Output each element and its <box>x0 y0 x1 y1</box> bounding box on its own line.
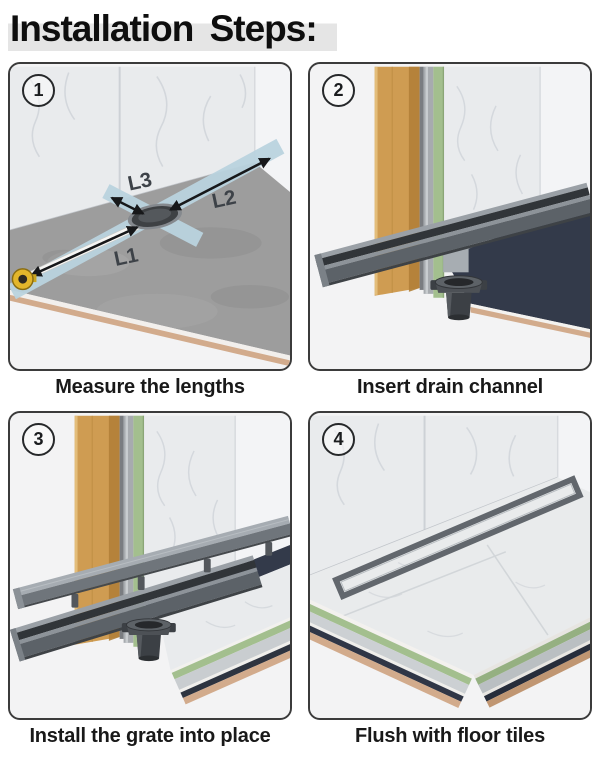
install-grate-illustration <box>10 415 290 716</box>
measure-illustration: L1 L2 L3 <box>10 66 290 367</box>
step-3-panel: 3 <box>8 410 292 720</box>
tape-measure-icon <box>11 268 37 291</box>
wall-layers <box>423 66 445 298</box>
step-3-number: 3 <box>33 428 44 449</box>
label-l2: L2 <box>210 186 238 213</box>
page-title-text: Installation Steps: <box>8 8 337 51</box>
drain-flange <box>430 275 488 321</box>
tile-floor <box>310 477 590 676</box>
floor-edge-right <box>473 617 590 708</box>
marble-wall <box>10 66 255 231</box>
wall-gap <box>119 415 124 639</box>
drain-frame <box>332 475 584 600</box>
drain-flange <box>121 618 176 662</box>
flush-tiles-illustration <box>310 415 590 716</box>
step-4-panel: 4 <box>308 410 592 720</box>
step-3-number-badge: 3 <box>22 422 55 456</box>
page-title: Installation Steps: <box>8 4 600 54</box>
step-4-number-badge: 4 <box>322 422 355 456</box>
arrow-l3 <box>110 196 145 215</box>
arrow-l1 <box>29 225 139 277</box>
step-4-caption: Flush with floor tiles <box>354 724 546 747</box>
page-header: Installation Steps: <box>0 0 600 54</box>
measure-arrows <box>29 157 272 277</box>
floor-slab <box>158 564 290 705</box>
step-1-number: 1 <box>33 79 44 100</box>
drain-channel <box>314 182 590 288</box>
arrow-l2 <box>168 157 272 211</box>
step-1-caption: Measure the lengths <box>55 375 245 398</box>
step-2-number: 2 <box>333 79 344 100</box>
label-l1: L1 <box>112 243 140 270</box>
step-1-number-badge: 1 <box>22 73 55 107</box>
step-2-panel: 2 <box>308 61 592 371</box>
step-1-panel: L1 L2 L3 1 <box>8 61 292 371</box>
marble-wall <box>310 415 558 576</box>
insert-channel-illustration <box>310 66 590 367</box>
measure-labels: L1 L2 L3 <box>112 168 238 271</box>
floor-edge <box>10 289 290 367</box>
floor-edge-left <box>310 599 474 708</box>
step-2-caption: Insert drain channel <box>356 375 544 398</box>
label-l3: L3 <box>126 168 154 195</box>
wall-gap <box>419 66 424 290</box>
step-4: 4 Flush with floor tiles <box>308 410 592 748</box>
step-3: 3 Install the grate into place <box>8 410 292 748</box>
shower-base <box>444 199 590 338</box>
grate-bar <box>12 515 290 610</box>
marble-side-wall <box>556 415 590 493</box>
step-2-number-badge: 2 <box>322 73 355 107</box>
step-4-number: 4 <box>333 428 344 449</box>
step-1: L1 L2 L3 1 Measure the lengths <box>8 61 292 399</box>
step-2: 2 Insert drain channel <box>308 61 592 399</box>
steps-grid: L1 L2 L3 1 Measure the lengths <box>0 61 600 748</box>
step-3-caption: Install the grate into place <box>29 724 271 747</box>
